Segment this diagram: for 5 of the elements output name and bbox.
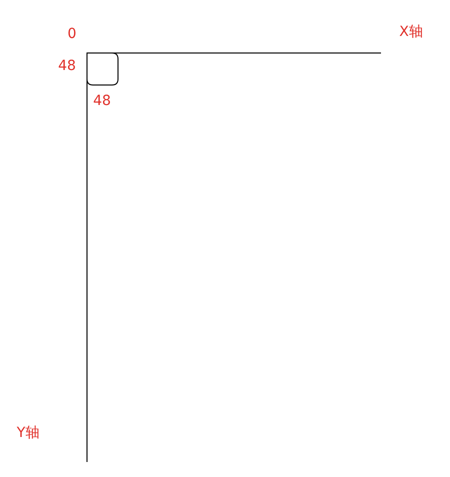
dimension-label: 48 <box>58 58 76 74</box>
dimension-label: 48 <box>93 93 111 109</box>
origin-label: 0 <box>68 26 76 42</box>
axis-label: Y轴 <box>16 425 40 441</box>
axis-label: X轴 <box>399 24 423 40</box>
